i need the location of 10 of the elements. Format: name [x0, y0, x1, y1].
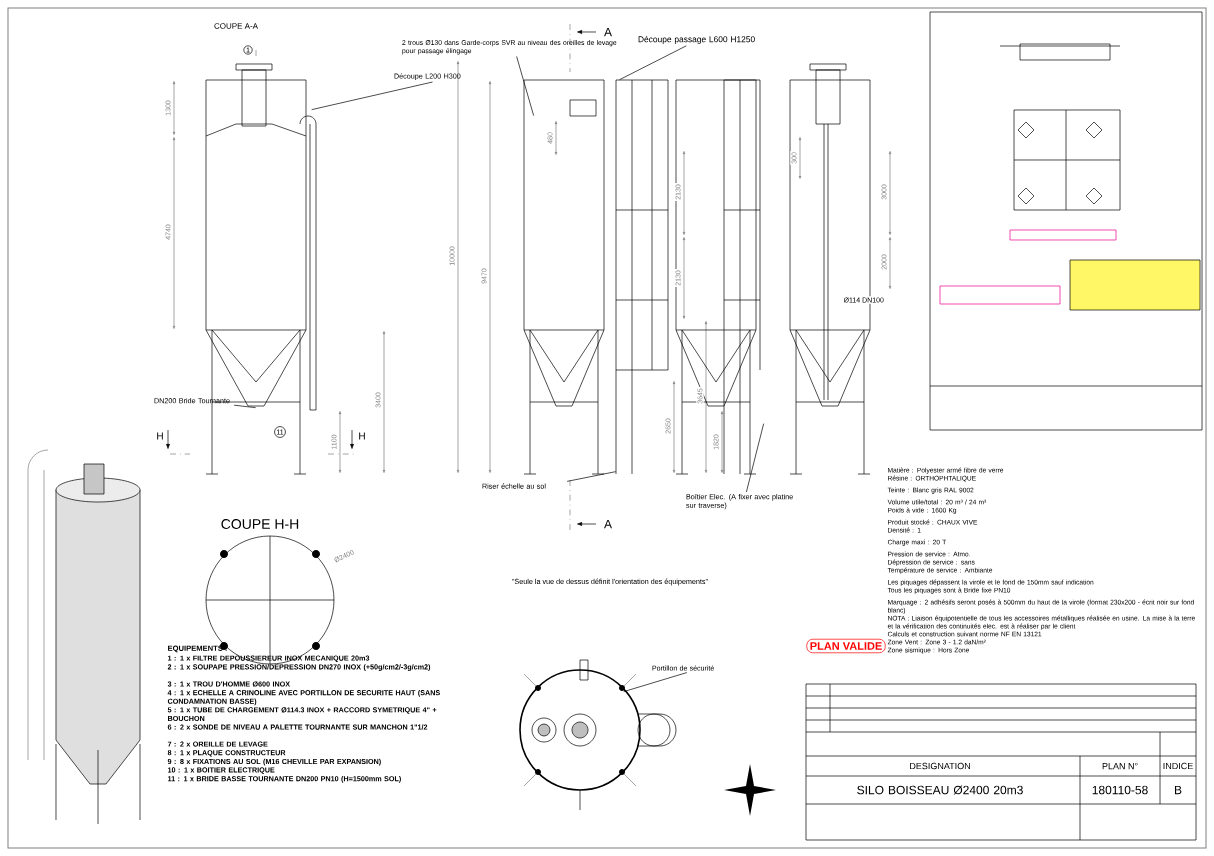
leader-line	[623, 672, 688, 692]
silo-ladder-drawing	[615, 79, 757, 475]
leader-line	[233, 404, 256, 408]
leader-line	[566, 471, 616, 482]
leader-line	[746, 423, 764, 493]
leader-line	[619, 45, 687, 80]
silo-front-drawing	[523, 79, 605, 475]
leader-line	[516, 56, 534, 116]
top-view-drawing	[519, 659, 677, 811]
leader-line	[311, 81, 433, 110]
